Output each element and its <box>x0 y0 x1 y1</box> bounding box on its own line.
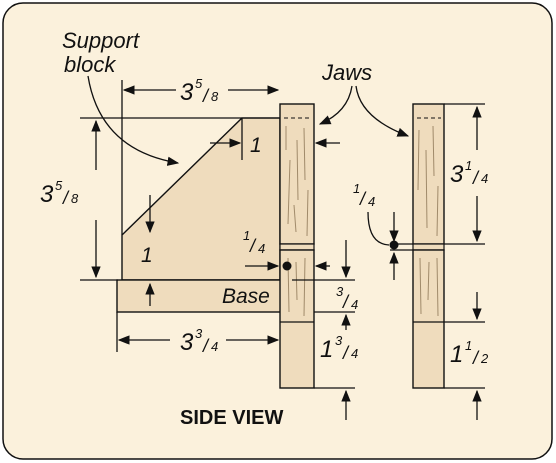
svg-text:/: / <box>341 343 350 363</box>
svg-text:4: 4 <box>351 297 358 312</box>
svg-text:4: 4 <box>481 171 488 186</box>
svg-text:/: / <box>201 336 210 356</box>
dim-gap-left <box>245 261 330 271</box>
left-jaw-upper <box>279 103 315 245</box>
dim-base-thickness <box>292 240 355 330</box>
dim-jaw-lower-left <box>314 387 355 420</box>
svg-text:8: 8 <box>211 89 219 104</box>
left-jaw-gap <box>279 243 315 251</box>
svg-text:3: 3 <box>335 333 343 348</box>
svg-text:3: 3 <box>180 79 194 106</box>
dim-jaw-upper-right <box>444 103 485 245</box>
svg-text:1: 1 <box>320 336 333 363</box>
label-block: block <box>64 52 116 77</box>
svg-text:3: 3 <box>336 284 344 299</box>
svg-text:3: 3 <box>450 161 464 188</box>
dim-block-height <box>80 117 242 281</box>
svg-text:/: / <box>471 168 480 188</box>
dim-jaw-lower-right <box>444 292 485 420</box>
svg-text:3: 3 <box>180 329 194 356</box>
diagram-title: SIDE VIEW <box>180 407 283 429</box>
dim-base-width <box>116 312 280 352</box>
support-block-leader <box>87 75 180 166</box>
svg-text:1: 1 <box>243 228 250 243</box>
svg-text:/: / <box>201 86 210 106</box>
text-jaw-lower-right: 1 1 / 2 <box>450 338 489 368</box>
left-jaw-grain <box>285 126 309 317</box>
svg-text:1: 1 <box>353 181 360 196</box>
text-jaw-lower-left: 1 3 / 4 <box>320 333 358 363</box>
svg-text:5: 5 <box>55 178 63 193</box>
svg-text:/: / <box>61 188 70 208</box>
dim-gap-right <box>367 211 413 280</box>
text-chamfer-top: 1 <box>250 134 262 157</box>
svg-text:/: / <box>358 189 367 209</box>
svg-text:4: 4 <box>211 339 218 354</box>
svg-text:3: 3 <box>40 181 54 208</box>
left-jaw-lower <box>279 249 315 389</box>
text-block-height: 3 5 / 8 <box>40 178 79 208</box>
svg-text:3: 3 <box>195 326 203 341</box>
svg-text:4: 4 <box>368 194 375 209</box>
svg-text:1: 1 <box>465 338 472 353</box>
svg-text:4: 4 <box>258 241 265 256</box>
right-jaw-grain <box>417 125 439 317</box>
svg-text:1: 1 <box>465 158 472 173</box>
text-chamfer-left: 1 <box>141 244 153 267</box>
text-jaw-upper-right: 3 1 / 4 <box>450 158 488 188</box>
svg-text:8: 8 <box>71 191 79 206</box>
svg-text:5: 5 <box>195 76 203 91</box>
text-base-thickness: 3 / 4 <box>336 284 358 312</box>
jaws-leader-right <box>355 85 410 137</box>
svg-text:/: / <box>341 292 350 312</box>
svg-text:/: / <box>248 236 257 256</box>
label-support: Support <box>62 28 140 53</box>
text-gap-left: 1 / 4 <box>243 228 265 256</box>
svg-text:4: 4 <box>351 346 358 361</box>
label-base: Base <box>222 285 270 308</box>
svg-text:2: 2 <box>480 351 489 366</box>
text-top-width: 3 5 / 8 <box>180 76 219 106</box>
dim-top-width <box>121 80 280 235</box>
text-base-width: 3 3 / 4 <box>180 326 218 356</box>
right-jaw-upper <box>412 103 445 245</box>
text-gap-right: 1 / 4 <box>353 181 375 209</box>
svg-text:/: / <box>471 348 480 368</box>
jaws-leader-left <box>318 85 353 125</box>
svg-text:1: 1 <box>450 341 463 368</box>
label-jaws: Jaws <box>321 60 372 85</box>
dim-chamfer-top <box>210 118 340 160</box>
right-jaw-gap <box>412 243 445 251</box>
